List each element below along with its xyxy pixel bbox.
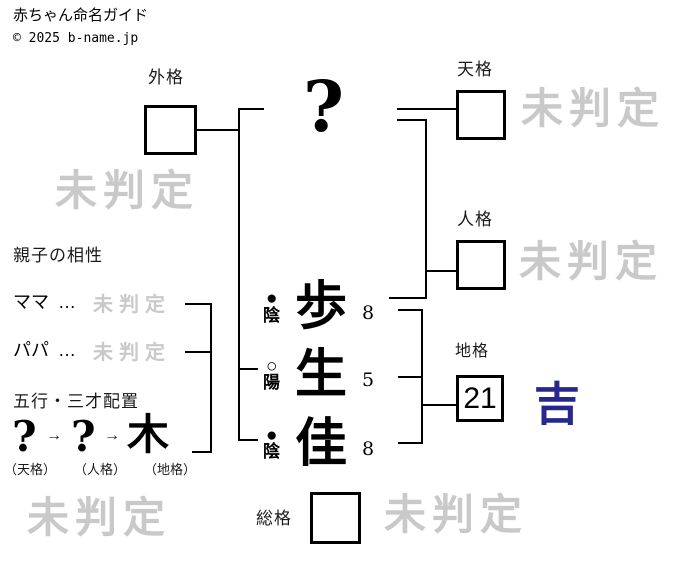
yin-label: 陰 (263, 306, 280, 325)
chikaku-connector-line (423, 404, 456, 406)
yin-label: 陰 (263, 442, 280, 461)
jinkaku-label: 人格 (457, 210, 493, 229)
arrow-icon: → (46, 427, 62, 444)
yin-symbol-icon: ● (266, 288, 278, 309)
jinkaku-bracket-bottom-stub (389, 297, 427, 299)
gaikaku-bracket-vertical (238, 108, 240, 441)
copyright-text: © 2025 b-name.jp (13, 31, 139, 46)
jinkaku-bracket-vertical (425, 119, 427, 299)
chikaku-label: 地格 (455, 343, 490, 360)
chikaku-bracket-vertical (421, 309, 423, 444)
jinkaku-connector-line (427, 270, 457, 272)
name-char-1-strokes: 8 (362, 302, 375, 324)
yang-symbol-icon: ○ (266, 356, 278, 377)
papa-label: パパ (13, 340, 49, 360)
gaikaku-box (144, 105, 197, 155)
mama-separator: … (58, 292, 76, 312)
parent-bracket-papa-stub (185, 351, 210, 353)
gogyo-element-1: ? (12, 412, 37, 461)
parent-bracket-vertical (210, 303, 212, 453)
soukaku-box (310, 492, 361, 544)
gaikaku-bracket-top-stub (238, 108, 264, 110)
tenkaku-box (456, 90, 506, 140)
chikaku-bracket-stub-3 (398, 442, 423, 444)
tenkaku-label: 天格 (457, 60, 493, 79)
gogyo-caption-2: （人格） (74, 462, 127, 477)
jinkaku-result: 未判定 (519, 237, 664, 286)
surname-placeholder: ? (303, 65, 345, 148)
jinkaku-bracket-top-stub (397, 119, 427, 121)
chikaku-box: 21 (456, 375, 504, 422)
gogyo-title: 五行・三才配置 (13, 392, 139, 411)
gogyo-caption-3: （地格） (144, 462, 197, 477)
tenkaku-result: 未判定 (521, 84, 666, 133)
gaikaku-label: 外格 (148, 68, 184, 87)
yang-label: 陽 (263, 373, 280, 392)
name-char-2-strokes: 5 (362, 369, 375, 391)
soukaku-label: 総格 (256, 509, 292, 528)
gaikaku-connector-line (197, 129, 240, 131)
papa-separator: … (58, 340, 76, 360)
name-char-1: 歩 (295, 276, 348, 337)
gogyo-caption-1: （天格） (4, 462, 57, 477)
name-char-3-strokes: 8 (362, 438, 375, 460)
jinkaku-box (456, 240, 506, 290)
gogyo-element-3: 木 (127, 410, 170, 459)
gogyo-result: 未判定 (27, 493, 172, 542)
chikaku-bracket-stub-2 (398, 376, 421, 378)
arrow-icon: → (104, 427, 120, 444)
mama-result: 未判定 (93, 292, 171, 316)
site-title: 赤ちゃん命名ガイド (13, 6, 149, 24)
name-char-2: 生 (295, 344, 348, 405)
tenkaku-connector-line (397, 108, 457, 110)
papa-result: 未判定 (93, 340, 171, 364)
compatibility-title: 親子の相性 (13, 246, 103, 265)
mama-label: ママ (13, 292, 49, 312)
chikaku-result: 吉 (534, 377, 580, 431)
gogyo-element-2: ? (71, 412, 96, 461)
gaikaku-result: 未判定 (55, 166, 200, 215)
gaikaku-bracket-bottom-stub (238, 439, 258, 441)
chikaku-bracket-stub-1 (398, 309, 421, 311)
parent-bracket-bottom-stub (192, 451, 210, 453)
soukaku-result: 未判定 (384, 490, 529, 539)
parent-bracket-mama-stub (185, 303, 210, 305)
gaikaku-bracket-mid-stub (238, 368, 258, 370)
yin-symbol-icon: ● (266, 425, 278, 446)
name-char-3: 佳 (295, 413, 348, 474)
